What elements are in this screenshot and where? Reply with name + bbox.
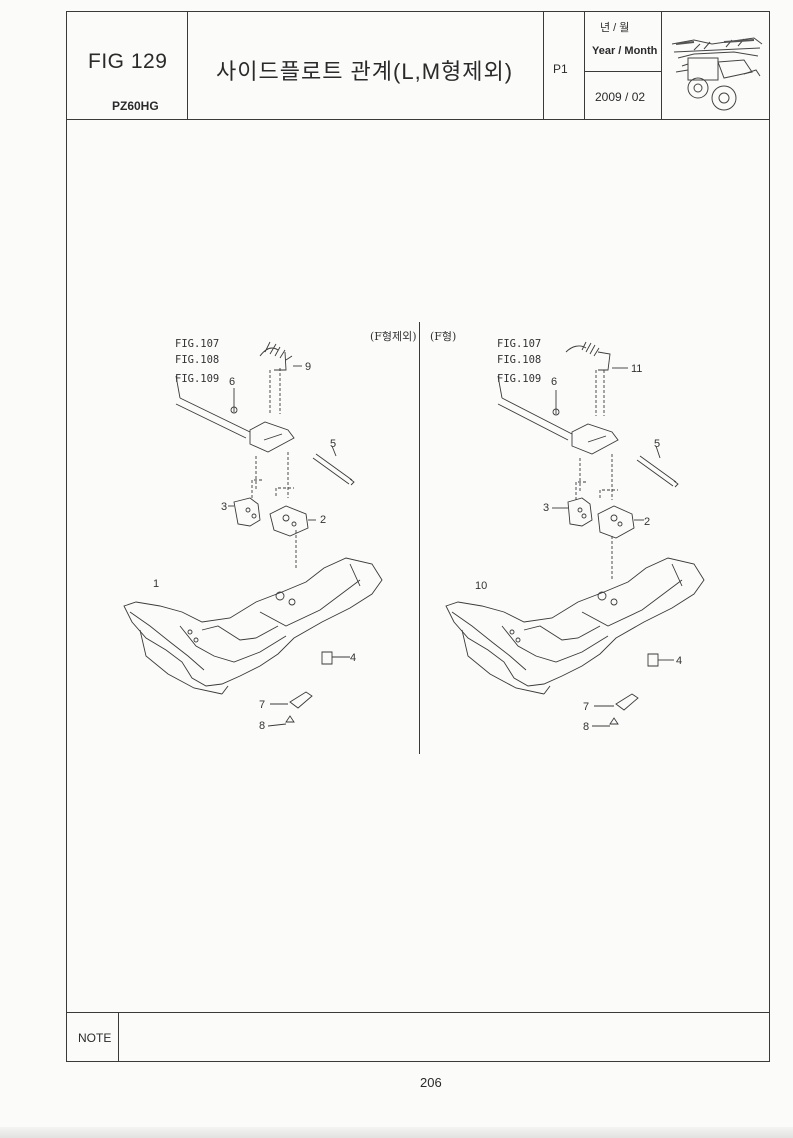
callout-label: 4 [350,652,357,664]
callout-label: 5 [330,438,337,450]
date-cell-divider [584,71,661,72]
callout-label: 10 [475,580,488,592]
panel-divider [419,322,420,754]
callout-label: 2 [644,516,651,528]
fig-number: FIG 129 [88,50,168,73]
scan-edge [0,1127,793,1138]
header-cell-divider [187,11,188,119]
page-code: P1 [553,62,568,76]
callout-label: 8 [583,721,590,733]
callout-label: 5 [654,438,661,450]
issue-date: 2009 / 02 [595,90,646,104]
callout-label: 1 [153,578,160,590]
note-label: NOTE [78,1031,112,1045]
rice-transplanter-icon [671,37,763,111]
fig-ref: FIG.107 [497,338,542,350]
model-code: PZ60HG [112,99,159,113]
right-panel-heading: (F형) [430,330,457,343]
fig-ref: FIG.109 [497,373,542,385]
left-panel-heading: (F형제외) [370,330,417,343]
page-number: 206 [420,1075,442,1090]
note-cell-divider [118,1012,119,1062]
fig-ref: FIG.108 [175,354,220,366]
note-divider [66,1012,770,1013]
callout-label: 4 [676,655,683,667]
header-cell-divider [584,11,585,119]
fig-ref: FIG.107 [175,338,220,350]
fig-ref: FIG.108 [497,354,542,366]
callout-label: 7 [583,701,590,713]
callout-label: 3 [543,502,550,514]
left-exploded-diagram [123,341,383,727]
header-cell-divider [661,11,662,119]
header-divider [66,119,770,120]
right-exploded-diagram [445,341,705,727]
header-cell-divider [543,11,544,119]
callout-label: 6 [551,376,558,388]
page-frame [66,11,770,1062]
callout-label: 9 [305,361,312,373]
callout-label: 11 [631,363,643,375]
year-month-label-ko: 년 / 월 [600,22,630,34]
year-month-label-en: Year / Month [592,45,658,57]
page-title: 사이드플로트 관계(L,M형제외) [216,59,514,84]
callout-label: 3 [221,501,228,513]
callout-label: 6 [229,376,236,388]
callout-label: 8 [259,720,266,732]
callout-label: 2 [320,514,327,526]
fig-ref: FIG.109 [175,373,220,385]
callout-label: 7 [259,699,266,711]
